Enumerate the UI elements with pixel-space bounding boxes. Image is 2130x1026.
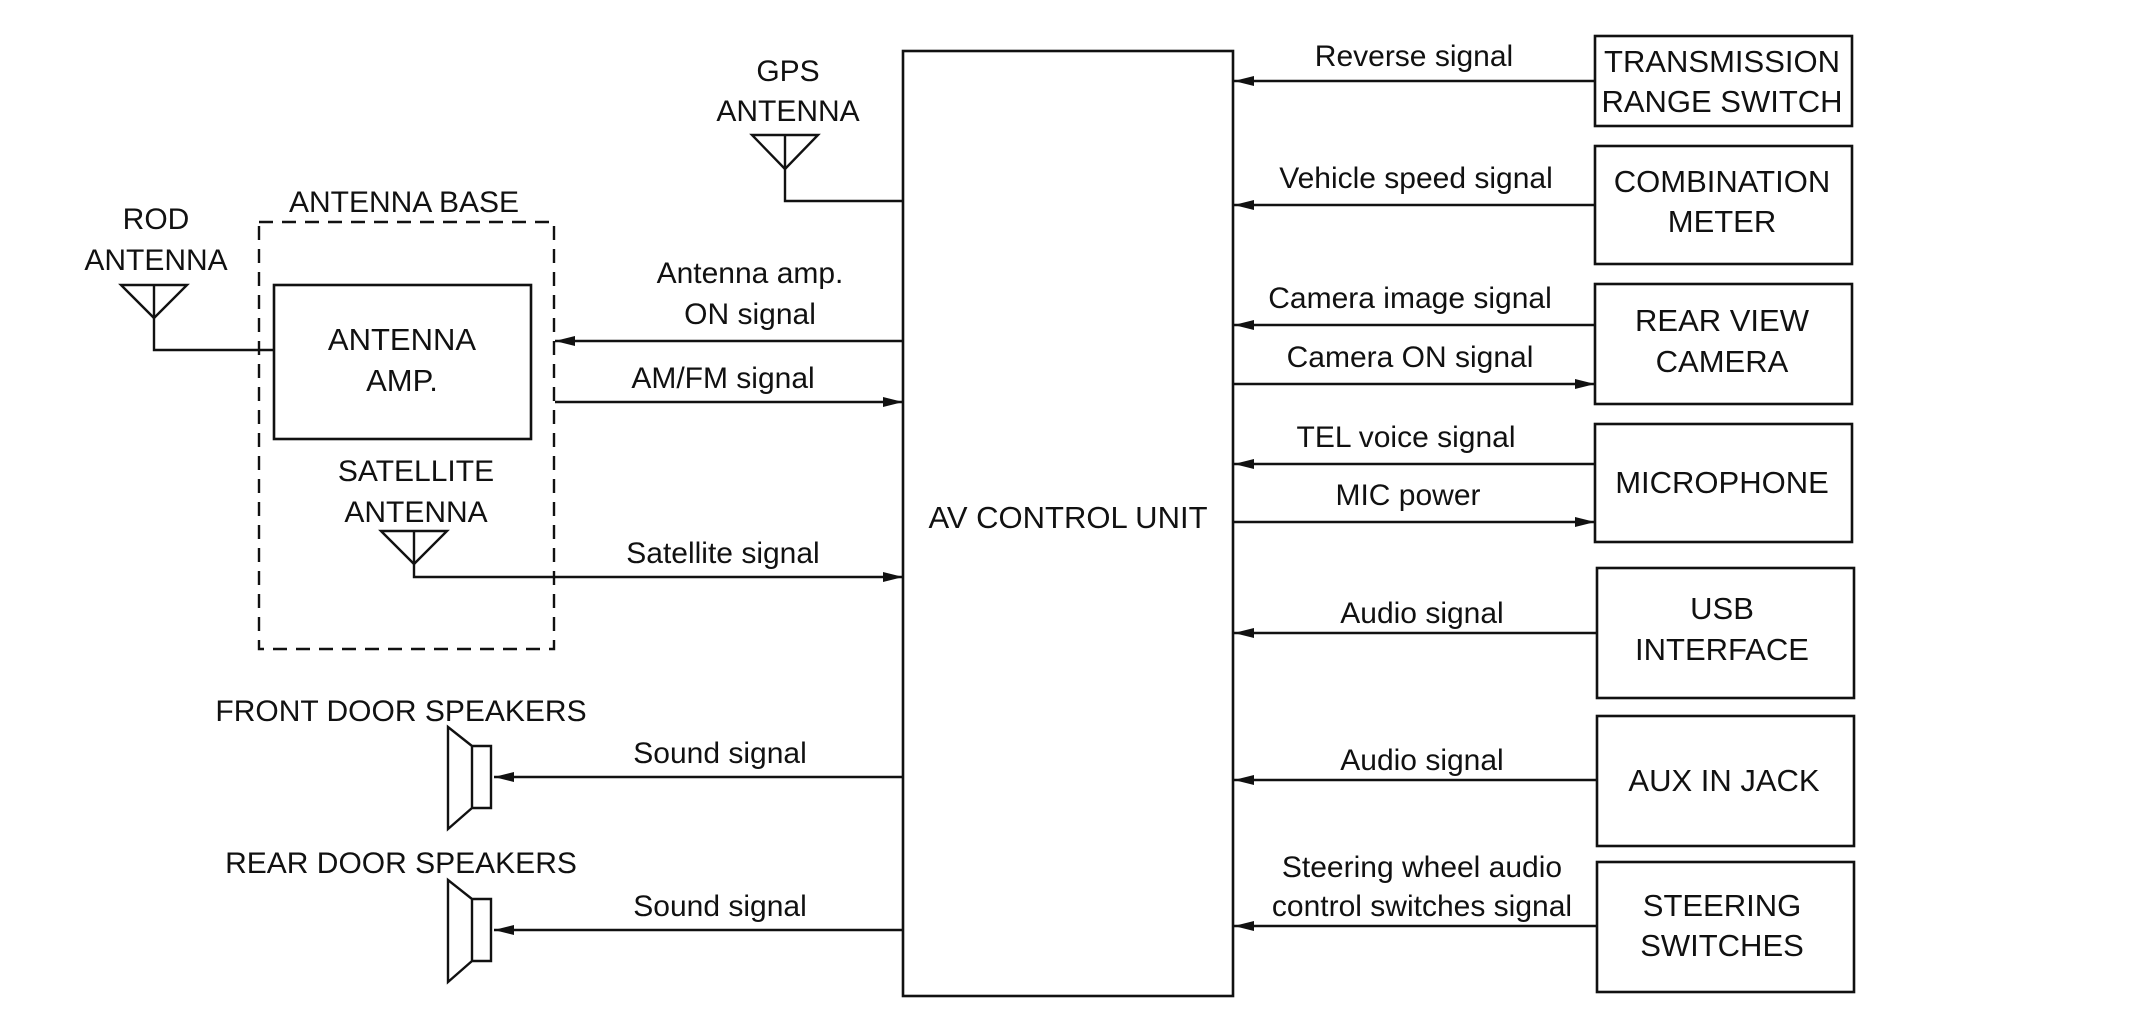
reverse-label: Reverse signal bbox=[1315, 40, 1513, 73]
transmission-label-line2: RANGE SWITCH bbox=[1601, 84, 1842, 119]
microphone-block: MICROPHONE bbox=[1593, 422, 1854, 544]
satellite-antenna-label-line2: ANTENNA bbox=[344, 496, 487, 529]
rear-view-camera-block: REAR VIEW CAMERA bbox=[1593, 282, 1854, 406]
gps-antenna-icon bbox=[749, 133, 821, 171]
steering-switches-block: STEERING SWITCHES bbox=[1595, 860, 1856, 994]
rear-speakers-label: REAR DOOR SPEAKERS bbox=[225, 847, 577, 880]
rear-door-speakers: REAR DOOR SPEAKERS bbox=[225, 847, 577, 985]
combination-meter-block: COMBINATION METER bbox=[1593, 144, 1854, 266]
satellite-arrow bbox=[412, 564, 903, 582]
av-control-unit-label: AV CONTROL UNIT bbox=[928, 500, 1207, 535]
rod-antenna-label-line2: ANTENNA bbox=[84, 244, 227, 277]
right-signals: Reverse signal Vehicle speed signal Came… bbox=[1234, 40, 1597, 931]
rear-view-camera-label-line1: REAR VIEW bbox=[1635, 303, 1810, 338]
rod-antenna-wire bbox=[152, 318, 274, 352]
antenna-base: ANTENNA BASE ANTENNA AMP. SATELLITE ANTE… bbox=[257, 186, 556, 651]
satellite-antenna-label-line1: SATELLITE bbox=[338, 455, 494, 488]
microphone-label: MICROPHONE bbox=[1615, 465, 1829, 500]
front-speakers-label: FRONT DOOR SPEAKERS bbox=[215, 695, 586, 728]
antenna-amp-block bbox=[272, 283, 533, 441]
transmission-label-line1: TRANSMISSION bbox=[1604, 44, 1840, 79]
am-fm-label: AM/FM signal bbox=[631, 362, 814, 395]
usb-audio-label: Audio signal bbox=[1340, 597, 1503, 630]
rear-view-camera-label-line2: CAMERA bbox=[1656, 344, 1789, 379]
camera-on-label: Camera ON signal bbox=[1287, 341, 1534, 374]
amp-on-label-line2: ON signal bbox=[684, 298, 816, 331]
antenna-base-title: ANTENNA BASE bbox=[289, 186, 519, 219]
av-control-unit: AV CONTROL UNIT bbox=[901, 49, 1235, 998]
tel-voice-label: TEL voice signal bbox=[1297, 421, 1516, 454]
gps-antenna-label-line2: ANTENNA bbox=[716, 95, 859, 128]
mic-power-label: MIC power bbox=[1335, 479, 1480, 512]
usb-interface-label-line2: INTERFACE bbox=[1635, 632, 1809, 667]
antenna-amp-label-line1: ANTENNA bbox=[328, 322, 476, 357]
transmission-range-switch-block: TRANSMISSION RANGE SWITCH bbox=[1593, 34, 1854, 128]
satellite-label: Satellite signal bbox=[626, 537, 819, 570]
usb-interface-label-line1: USB bbox=[1690, 591, 1754, 626]
steering-label-line1: Steering wheel audio bbox=[1282, 851, 1562, 884]
camera-image-label: Camera image signal bbox=[1268, 282, 1551, 315]
aux-audio-label: Audio signal bbox=[1340, 744, 1503, 777]
antenna-base-outline bbox=[257, 220, 556, 651]
front-door-speakers: FRONT DOOR SPEAKERS bbox=[215, 695, 587, 832]
satellite-antenna-icon bbox=[378, 529, 450, 566]
antenna-amp-label-line2: AMP. bbox=[366, 363, 438, 398]
gps-antenna-label-line1: GPS bbox=[756, 55, 819, 88]
usb-interface-block: USB INTERFACE bbox=[1595, 566, 1856, 700]
gps-antenna-wire bbox=[783, 169, 903, 203]
aux-in-jack-block: AUX IN JACK bbox=[1595, 714, 1856, 848]
amp-on-label-line1: Antenna amp. bbox=[657, 257, 844, 290]
gps-antenna: GPS ANTENNA bbox=[716, 55, 903, 203]
rod-antenna-label-line1: ROD bbox=[123, 203, 190, 236]
aux-in-jack-label: AUX IN JACK bbox=[1628, 763, 1820, 798]
left-signals: Antenna amp. ON signal AM/FM signal Sate… bbox=[412, 257, 903, 935]
combination-meter-label-line2: METER bbox=[1668, 204, 1777, 239]
vehicle-speed-label: Vehicle speed signal bbox=[1279, 162, 1553, 195]
front-speaker-icon bbox=[446, 724, 493, 832]
front-sound-label: Sound signal bbox=[633, 737, 806, 770]
rear-sound-label: Sound signal bbox=[633, 890, 806, 923]
rod-antenna: ROD ANTENNA bbox=[84, 203, 274, 352]
steering-switches-label-line1: STEERING bbox=[1643, 888, 1801, 923]
rod-antenna-icon bbox=[118, 283, 190, 320]
combination-meter-label-line1: COMBINATION bbox=[1614, 164, 1830, 199]
steering-switches-label-line2: SWITCHES bbox=[1640, 928, 1804, 963]
rear-speaker-icon bbox=[446, 877, 493, 985]
steering-label-line2: control switches signal bbox=[1272, 890, 1572, 923]
